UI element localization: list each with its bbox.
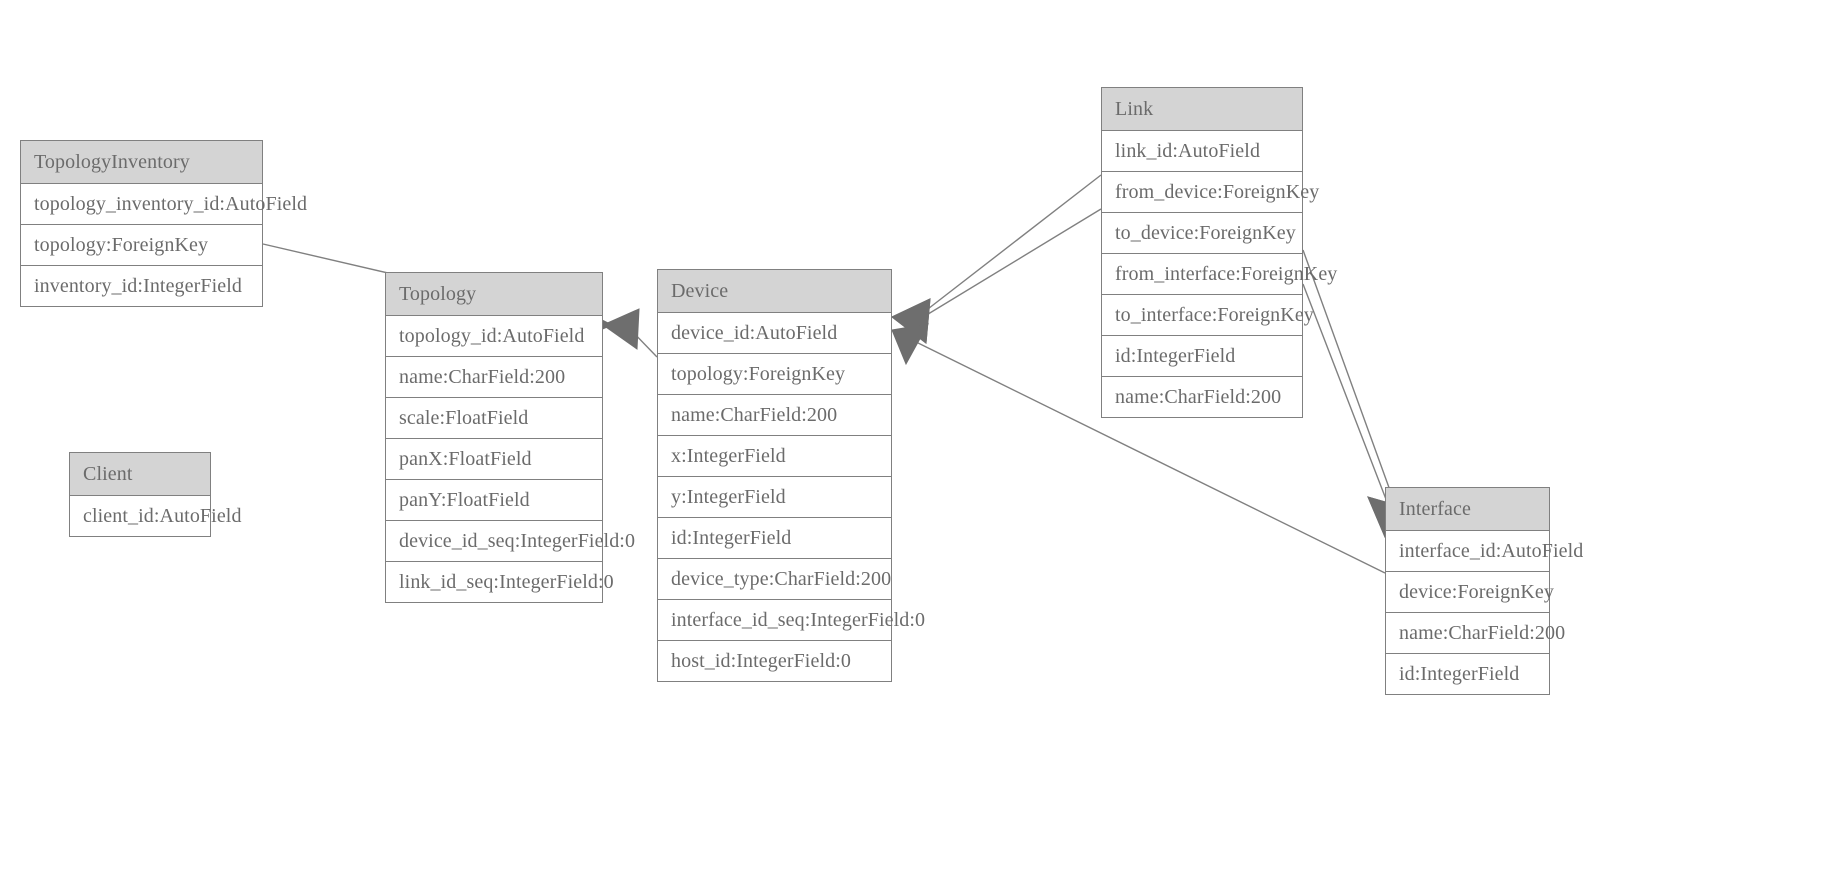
relationship-edge xyxy=(601,308,658,358)
entity-title-topology: Topology xyxy=(386,273,602,316)
entity-title-device: Device xyxy=(658,270,891,313)
relationship-line xyxy=(1302,283,1395,521)
entity-field[interactable]: device_type:CharField:200 xyxy=(658,559,891,600)
entity-field[interactable]: id:IntegerField xyxy=(1386,654,1549,694)
entity-field[interactable]: device_id:AutoField xyxy=(658,313,891,354)
entity-field[interactable]: to_device:ForeignKey xyxy=(1102,213,1302,254)
relationship-arrowhead xyxy=(891,298,931,344)
relationship-arrowhead xyxy=(891,323,929,366)
entity-field[interactable]: panY:FloatField xyxy=(386,480,602,521)
entity-field[interactable]: inventory_id:IntegerField xyxy=(21,266,262,306)
entity-field[interactable]: scale:FloatField xyxy=(386,398,602,439)
relationship-line xyxy=(914,208,1102,323)
relationship-line xyxy=(627,326,658,358)
relationship-edge xyxy=(891,208,1102,344)
entity-field[interactable]: name:CharField:200 xyxy=(1386,613,1565,654)
relationship-arrowhead xyxy=(891,298,931,344)
entity-field[interactable]: link_id_seq:IntegerField:0 xyxy=(386,562,614,602)
entity-field[interactable]: client_id:AutoField xyxy=(70,496,241,536)
entity-title-topology_inventory: TopologyInventory xyxy=(21,141,262,184)
entity-field[interactable]: id:IntegerField xyxy=(658,518,891,559)
entity-field[interactable]: topology:ForeignKey xyxy=(658,354,891,395)
entity-field[interactable]: interface_id:AutoField xyxy=(1386,531,1583,572)
entity-field[interactable]: panX:FloatField xyxy=(386,439,602,480)
entity-title-interface: Interface xyxy=(1386,488,1549,531)
entity-field[interactable]: to_interface:ForeignKey xyxy=(1102,295,1314,336)
relationship-arrowhead xyxy=(601,308,640,350)
entity-field[interactable]: topology_inventory_id:AutoField xyxy=(21,184,307,225)
entity-field[interactable]: x:IntegerField xyxy=(658,436,891,477)
relationship-line xyxy=(1302,249,1401,519)
entity-field[interactable]: device:ForeignKey xyxy=(1386,572,1554,613)
entity-field[interactable]: name:CharField:200 xyxy=(1102,377,1302,417)
entity-field[interactable]: from_interface:ForeignKey xyxy=(1102,254,1337,295)
relationship-edge xyxy=(891,174,1102,344)
entity-title-link: Link xyxy=(1102,88,1302,131)
entity-field[interactable]: id:IntegerField xyxy=(1102,336,1302,377)
entity-field[interactable]: topology:ForeignKey xyxy=(21,225,262,266)
entity-title-client: Client xyxy=(70,453,210,496)
relationship-line xyxy=(914,174,1102,320)
entity-field[interactable]: topology_id:AutoField xyxy=(386,316,602,357)
entity-field[interactable]: name:CharField:200 xyxy=(658,395,891,436)
entity-field[interactable]: interface_id_seq:IntegerField:0 xyxy=(658,600,925,641)
entity-field[interactable]: name:CharField:200 xyxy=(386,357,602,398)
entity-field[interactable]: link_id:AutoField xyxy=(1102,131,1302,172)
entity-field[interactable]: host_id:IntegerField:0 xyxy=(658,641,891,681)
entity-field[interactable]: y:IntegerField xyxy=(658,477,891,518)
entity-field[interactable]: device_id_seq:IntegerField:0 xyxy=(386,521,635,562)
entity-field[interactable]: from_device:ForeignKey xyxy=(1102,172,1319,213)
